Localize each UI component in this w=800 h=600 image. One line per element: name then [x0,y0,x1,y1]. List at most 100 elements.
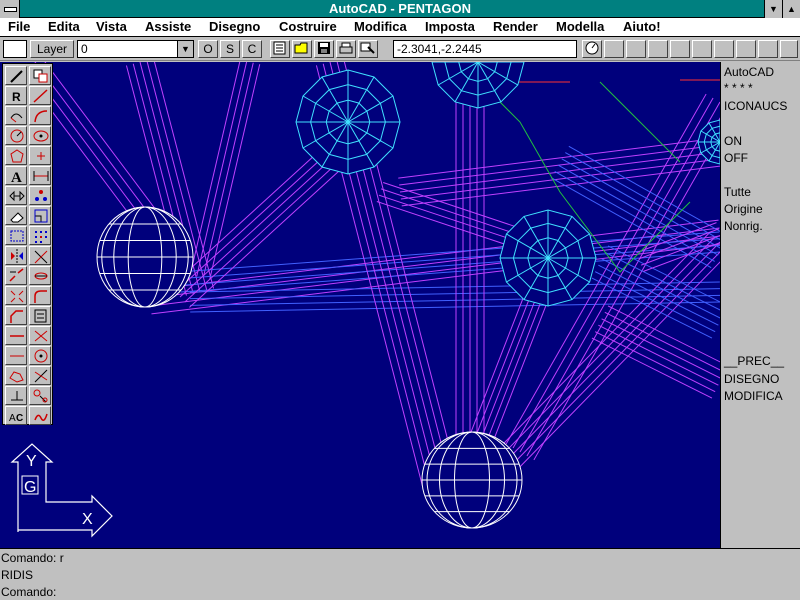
menu-edita[interactable]: Edita [48,19,80,34]
stretch-icon[interactable] [5,186,27,205]
mirror-icon[interactable] [5,246,27,265]
dimension-icon[interactable] [29,166,51,185]
hatch-icon[interactable] [29,306,51,325]
screen-menu-item-on[interactable]: ON [724,134,742,148]
polyline-icon[interactable] [5,366,27,385]
menu-vista[interactable]: Vista [96,19,127,34]
hub-node [697,119,720,165]
blank-tool-5-icon[interactable] [692,40,712,58]
measure-icon[interactable] [29,386,51,405]
chevron-down-icon[interactable]: ▼ [177,41,193,57]
xline-icon[interactable] [5,326,27,345]
blank-tool-6-icon[interactable] [714,40,734,58]
plot-icon[interactable] [358,40,378,58]
undo-arc-icon[interactable] [5,106,27,125]
ortho-button[interactable]: O [198,40,218,58]
screen-menu-item-modifica[interactable]: MODIFICA [724,389,783,403]
system-menu-button[interactable] [0,0,20,18]
donut-icon[interactable] [29,346,51,365]
print-icon[interactable] [336,40,356,58]
fillet-icon[interactable] [29,286,51,305]
blank-tool-9-icon[interactable] [780,40,798,58]
layer-select[interactable]: 0 ▼ [77,40,194,58]
menu-modella[interactable]: Modella [556,19,605,34]
minimize-button[interactable]: ▼ [764,0,782,18]
toolbar: Layer 0 ▼ O S C -2.3041,-2.2445 [0,37,800,61]
open-folder-icon[interactable] [292,40,312,58]
break-icon[interactable] [5,266,27,285]
svg-text:A: A [9,413,16,424]
command-area[interactable]: Comando: r RIDIS Comando: [0,548,800,600]
cross-icon[interactable] [29,326,51,345]
screen-menu-item-prec[interactable]: __PREC__ [724,354,785,368]
screen-menu-item-nonrig[interactable]: Nonrig. [724,219,763,233]
ellipse-icon[interactable] [29,126,51,145]
screen-menu-item-iconaucs[interactable]: ICONAUCS [724,99,788,113]
coords-button[interactable]: C [242,40,262,58]
compass-icon[interactable] [582,40,602,58]
offset-icon[interactable] [5,386,27,405]
window-select-icon[interactable] [5,226,27,245]
circle-icon[interactable] [5,126,27,145]
erase-icon[interactable] [5,206,27,225]
blank-tool-4-icon[interactable] [670,40,690,58]
menu-render[interactable]: Render [493,19,538,34]
screen-menu-item-tutte[interactable]: Tutte [724,185,751,199]
menu-disegno[interactable]: Disegno [209,19,261,34]
menu-aiuto[interactable]: Aiuto! [623,19,661,34]
blank-tool-7-icon[interactable] [736,40,756,58]
new-icon[interactable] [270,40,290,58]
screen-menu-item-off[interactable]: OFF [724,151,748,165]
blank-tool-8-icon[interactable] [758,40,778,58]
strut [591,245,720,339]
strut [170,131,360,308]
chamfer-icon[interactable] [5,306,27,325]
link-icon[interactable] [29,266,51,285]
menu-assiste[interactable]: Assiste [145,19,192,34]
screen-menu-item-disegno[interactable]: DISEGNO [724,372,780,386]
strut [337,147,458,487]
command-prompt[interactable]: Comando: [1,585,57,599]
array-icon[interactable] [29,186,51,205]
trim-icon[interactable] [29,246,51,265]
explode-icon[interactable] [5,286,27,305]
ray-icon[interactable] [5,346,27,365]
grid-icon[interactable] [29,226,51,245]
layer-button[interactable]: Layer [30,40,74,58]
menu-costruire[interactable]: Costruire [279,19,337,34]
window-title: AutoCAD - PENTAGON [328,1,472,16]
arc-icon[interactable] [29,106,51,125]
menu-modifica[interactable]: Modifica [354,19,407,34]
menu-imposta[interactable]: Imposta [425,19,475,34]
block-icon[interactable] [29,406,51,425]
line-icon[interactable] [29,86,51,105]
blank-tool-2-icon[interactable] [626,40,646,58]
polygon-icon[interactable] [5,146,27,165]
ucs-y-label: Y [26,453,37,470]
save-icon[interactable] [314,40,334,58]
blank-tool-3-icon[interactable] [648,40,668,58]
hub-node [499,209,597,307]
spline-icon[interactable] [29,366,51,385]
maximize-button[interactable]: ▲ [782,0,800,18]
snap-button[interactable]: S [220,40,240,58]
screen-menu-item-origine[interactable]: Origine [724,202,763,216]
sphere-node [421,431,523,529]
scale-icon[interactable] [29,206,51,225]
blank-tool-1-icon[interactable] [604,40,624,58]
point-icon[interactable] [29,146,51,165]
color-swatch[interactable] [3,40,27,58]
screen-menu-header[interactable]: AutoCAD [724,65,775,79]
menu-file[interactable]: File [8,19,31,34]
redraw-icon[interactable]: R [5,86,27,105]
copy-icon[interactable] [29,66,51,85]
text-icon[interactable]: A [5,166,27,185]
construction-line [479,81,691,273]
screen-menu-stars[interactable]: * * * * [724,81,753,95]
pencil-icon[interactable] [5,66,27,85]
command-history-line: RIDIS [1,568,34,582]
